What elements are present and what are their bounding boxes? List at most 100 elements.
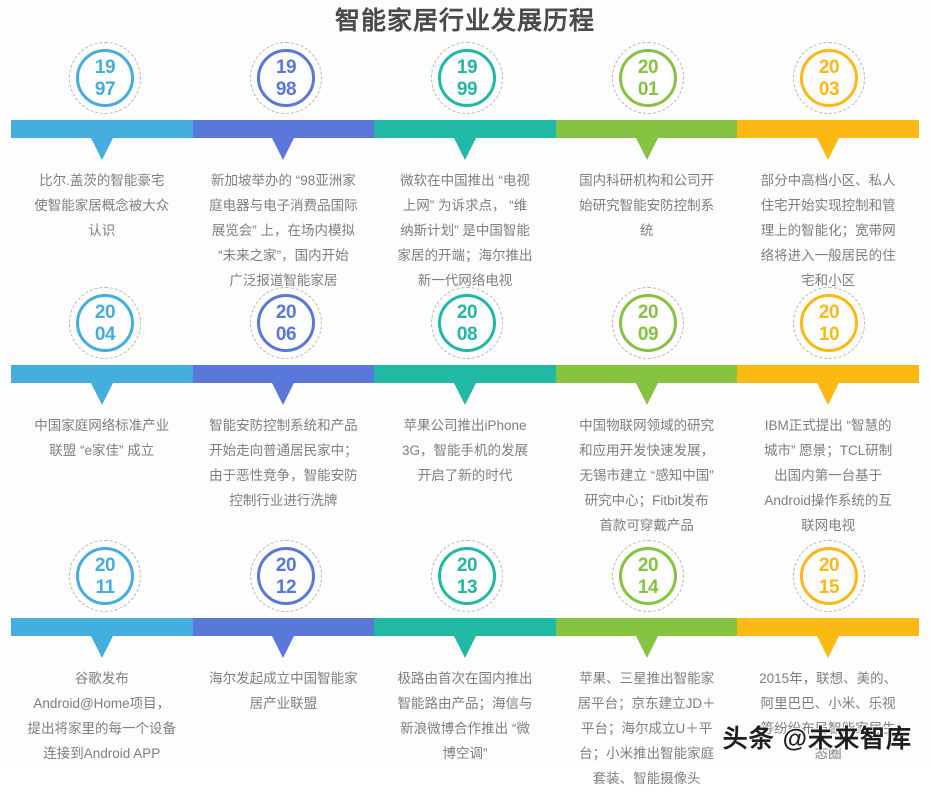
pointer-notch-icon xyxy=(817,383,840,405)
year-top: 20 xyxy=(637,301,659,323)
timeline-bar xyxy=(11,120,919,160)
pointer-notch-icon xyxy=(272,636,295,658)
year-bottom: 09 xyxy=(637,323,659,345)
year-bottom: 11 xyxy=(95,576,115,598)
event-description: 微软在中国推出 “电视 上网” 为诉求点， “维 纳斯计划” 是中国智能 家居的… xyxy=(397,173,533,288)
year-circle-band-1: 19 97 19 98 19 99 20 01 xyxy=(0,38,930,120)
watermark: 头条 @未来智库 xyxy=(722,725,912,753)
timeline-row-1: 19 97 19 98 19 99 20 01 xyxy=(0,38,930,293)
event-description: IBM正式提出 “智慧的 城市” 愿景；TCL研制 出国内第一台基于 Andro… xyxy=(764,418,893,533)
year-circle[interactable]: 20 11 xyxy=(69,540,141,612)
timeline-bar-segment xyxy=(192,365,375,405)
year-top: 20 xyxy=(637,554,659,576)
year-circle[interactable]: 20 08 xyxy=(431,287,503,359)
year-circle[interactable]: 20 03 xyxy=(793,42,865,114)
event-description: 中国物联网领域的研究 和应用开发快速发展， 无锡市建立 “感知中国” 研究中心；… xyxy=(579,418,715,533)
timeline-bar-segment xyxy=(11,120,193,160)
event-description: 新加坡举办的 “98亚洲家 庭电器与电子消费品国际 展览会” 上，在场内模拟 “… xyxy=(209,173,358,288)
year-top: 20 xyxy=(456,554,478,576)
year-top: 19 xyxy=(94,56,116,78)
event-description: 谷歌发布 Android@Home项目， 提出将家里的每一个设备 连接到Andr… xyxy=(27,671,177,761)
year-top: 20 xyxy=(818,301,840,323)
year-circle[interactable]: 20 10 xyxy=(793,287,865,359)
timeline-bar-segment xyxy=(737,120,919,160)
year-bottom: 08 xyxy=(456,323,478,345)
page-title: 智能家居行业发展历程 xyxy=(334,7,595,35)
timeline-bar-segment xyxy=(737,618,919,658)
timeline-row-3: 20 11 20 12 20 13 20 14 xyxy=(0,536,930,791)
year-bottom: 12 xyxy=(275,576,297,598)
year-top: 19 xyxy=(275,56,297,78)
pointer-notch-icon xyxy=(635,636,658,658)
year-top: 20 xyxy=(637,56,659,78)
pointer-notch-icon xyxy=(90,383,113,405)
year-circle[interactable]: 20 13 xyxy=(431,540,503,612)
event-description: 智能安防控制系统和产品 开始走向普通居民家中； 由于恶性竞争，智能安防 控制行业… xyxy=(209,418,358,508)
event-description: 苹果、三星推出智能家 居平台；京东建立JD＋ 平台；海尔成立U＋平 台；小米推出… xyxy=(577,671,716,786)
year-top: 20 xyxy=(818,554,840,576)
pointer-notch-icon xyxy=(453,138,476,160)
timeline-text-band-2: 中国家庭网络标准产业 联盟 “e家佳” 成立 智能安防控制系统和产品 开始走向普… xyxy=(11,383,919,538)
event-description: 2015年，联想、美的、 阿里巴巴、小米、乐视 等纷纷布局智能家居生 态圈 xyxy=(759,671,898,761)
event-description: 中国家庭网络标准产业 联盟 “e家佳” 成立 xyxy=(34,418,170,458)
year-circle[interactable]: 20 06 xyxy=(250,287,322,359)
timeline-infographic: 智能家居行业发展历程 19 97 19 98 19 99 xyxy=(0,7,930,786)
year-bottom: 14 xyxy=(637,576,659,598)
pointer-notch-icon xyxy=(817,138,840,160)
event-description: 苹果公司推出iPhone 3G，智能手机的发展 开启了新的时代 xyxy=(401,418,528,483)
year-bottom: 03 xyxy=(818,78,840,100)
pointer-notch-icon xyxy=(817,636,840,658)
year-top: 20 xyxy=(456,301,478,323)
timeline-bar-segment xyxy=(192,618,375,658)
year-circle[interactable]: 19 98 xyxy=(250,42,322,114)
year-top: 20 xyxy=(94,554,116,576)
pointer-notch-icon xyxy=(272,138,295,160)
timeline-bar xyxy=(11,618,919,658)
pointer-notch-icon xyxy=(90,138,113,160)
year-circle-band-2: 20 04 20 06 20 08 20 09 xyxy=(0,283,930,365)
year-bottom: 06 xyxy=(275,323,297,345)
year-bottom: 10 xyxy=(818,323,840,345)
timeline-text-band-1: 比尔.盖茨的智能豪宅 使智能家居概念被大众 认识 新加坡举办的 “98亚洲家 庭… xyxy=(11,138,919,293)
year-circle[interactable]: 19 99 xyxy=(431,42,503,114)
pointer-notch-icon xyxy=(90,636,113,658)
timeline-row-2: 20 04 20 06 20 08 20 09 xyxy=(0,283,930,538)
event-description: 部分中高档小区、私人 住宅开始实现控制和管 理上的智能化；宽带网 络将进入一般居… xyxy=(760,173,896,288)
year-circle[interactable]: 20 12 xyxy=(250,540,322,612)
year-top: 20 xyxy=(818,56,840,78)
year-circle[interactable]: 19 97 xyxy=(69,42,141,114)
pointer-notch-icon xyxy=(453,636,476,658)
timeline-bar-segment xyxy=(555,618,738,658)
year-circle[interactable]: 20 09 xyxy=(612,287,684,359)
timeline-bar-segment xyxy=(374,120,556,160)
pointer-notch-icon xyxy=(635,383,658,405)
event-description: 海尔发起成立中国智能家 居产业联盟 xyxy=(209,671,358,711)
year-bottom: 01 xyxy=(637,78,659,100)
year-circle-band-3: 20 11 20 12 20 13 20 14 xyxy=(0,536,930,618)
event-description: 国内科研机构和公司开 始研究智能安防控制系 统 xyxy=(579,173,715,238)
year-bottom: 04 xyxy=(94,323,116,345)
year-top: 20 xyxy=(275,554,297,576)
year-bottom: 97 xyxy=(94,78,116,100)
event-description: 比尔.盖茨的智能豪宅 使智能家居概念被大众 认识 xyxy=(34,173,170,238)
timeline-bar-segment xyxy=(737,365,919,405)
year-circle[interactable]: 20 15 xyxy=(793,540,865,612)
year-circle[interactable]: 20 04 xyxy=(69,287,141,359)
year-top: 20 xyxy=(275,301,297,323)
year-top: 19 xyxy=(456,56,478,78)
timeline-bar-segment xyxy=(11,618,193,658)
timeline-bar-segment xyxy=(374,618,556,658)
pointer-notch-icon xyxy=(272,383,295,405)
year-circle[interactable]: 20 01 xyxy=(612,42,684,114)
year-bottom: 99 xyxy=(456,78,478,100)
timeline-bar-segment xyxy=(555,120,738,160)
year-circle[interactable]: 20 14 xyxy=(612,540,684,612)
year-bottom: 15 xyxy=(818,576,840,598)
event-description: 极路由首次在国内推出 智能路由产品；海信与 新浪微博合作推出 “微 博空调” xyxy=(397,671,533,761)
timeline-bar-segment xyxy=(374,365,556,405)
timeline-bar xyxy=(11,365,919,405)
timeline-bar-segment xyxy=(555,365,738,405)
year-bottom: 98 xyxy=(275,78,297,100)
timeline-bar-segment xyxy=(11,365,193,405)
timeline-text-band-3: 谷歌发布 Android@Home项目， 提出将家里的每一个设备 连接到Andr… xyxy=(11,636,919,791)
